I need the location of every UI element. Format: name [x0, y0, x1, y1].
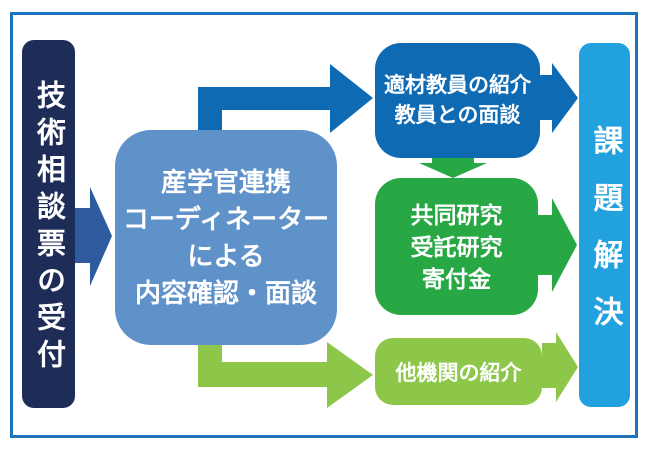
node-problem-solving-label: 課題解決	[588, 124, 622, 353]
node-coordinator-line: コーディネーター	[122, 203, 330, 234]
node-joint-research: 共同研究 受託研究 寄付金	[375, 178, 538, 315]
node-coordinator: 産学官連携 コーディネーター による 内容確認・面談	[115, 130, 337, 345]
arrow-research-to-solution	[538, 198, 577, 292]
node-reception-label: 技術相談票の受付	[32, 80, 65, 376]
node-coordinator-line: 内容確認・面談	[134, 277, 317, 308]
node-reception: 技術相談票の受付	[22, 40, 75, 408]
arrow-coordinator-to-faculty	[198, 64, 373, 138]
node-faculty-introduction: 適材教員の紹介 教員との面談	[375, 43, 540, 158]
node-research-line: 共同研究	[410, 201, 503, 228]
arrow-faculty-to-solution	[540, 63, 578, 133]
arrow-reception-to-coordinator	[75, 187, 112, 286]
node-coordinator-line: による	[187, 240, 265, 271]
node-research-line: 寄付金	[422, 265, 491, 292]
node-faculty-line: 教員との面談	[394, 103, 521, 127]
arrow-other-to-solution	[542, 332, 578, 402]
node-problem-solving: 課題解決	[579, 43, 630, 407]
diagram-border	[10, 12, 638, 438]
node-coordinator-line: 産学官連携	[160, 166, 291, 197]
node-other-label: 他機関の紹介	[395, 361, 522, 385]
arrow-faculty-to-research	[419, 155, 487, 178]
arrow-coordinator-to-other	[198, 340, 373, 408]
node-other-organizations: 他機関の紹介	[375, 338, 542, 405]
node-research-line: 受託研究	[410, 233, 503, 260]
node-faculty-line: 適材教員の紹介	[384, 73, 531, 97]
